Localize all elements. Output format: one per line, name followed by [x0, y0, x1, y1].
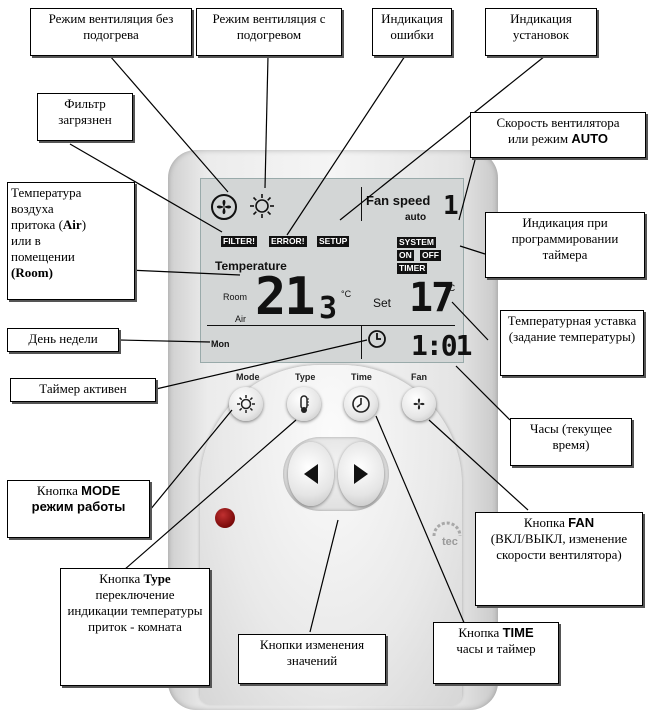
temperature-value: 21 [255, 267, 316, 327]
temperature-unit: °C [341, 289, 352, 299]
callout-temperature: Температура воздуха притока (Air) или в … [7, 182, 135, 300]
power-led [215, 508, 235, 528]
fan-speed-digit: 1 [443, 191, 459, 221]
clock-value: 1:01 [411, 329, 472, 362]
increase-button[interactable] [338, 442, 384, 506]
arrow-right-icon [354, 464, 368, 484]
setup-tag: SETUP [317, 236, 350, 247]
fan-button[interactable] [402, 387, 436, 421]
on-tag: ON [397, 250, 414, 261]
callout-mode-button: Кнопка MODE режим работы [7, 480, 150, 538]
type-button[interactable] [287, 387, 321, 421]
callout-vent-no-heat: Режим вентиляция без подогрева [30, 8, 192, 56]
mode-button[interactable] [229, 387, 263, 421]
sun-gear-icon [237, 395, 255, 413]
callout-weekday: День недели [7, 328, 119, 352]
callout-timer-active: Таймер активен [10, 378, 156, 402]
heater-sun-icon [250, 194, 274, 218]
brand-logo: tec [432, 520, 462, 548]
filter-tag: FILTER! [221, 236, 257, 247]
type-button-label: Type [295, 372, 316, 382]
callout-fan-button: Кнопка FAN (ВКЛ/ВЫКЛ, изменение скорости… [475, 512, 643, 606]
time-button-label: Time [351, 372, 372, 382]
mode-button-label: Mode [236, 372, 260, 382]
fan-icon [413, 398, 425, 410]
callout-time-button: Кнопка TIME часы и таймер [433, 622, 559, 684]
system-tag: SYSTEM [397, 237, 436, 248]
lcd-display: Fan speed auto 1 FILTER! ERROR! SETUP SY… [200, 178, 472, 363]
callout-clock: Часы (текущее время) [510, 418, 632, 466]
off-tag: OFF [420, 250, 441, 261]
thermometer-icon [300, 395, 309, 413]
room-label: Room [223, 292, 248, 302]
setpoint-unit: °C [445, 283, 456, 293]
callout-setup: Индикация установок [485, 8, 597, 56]
callout-error: Индикация ошибки [372, 8, 452, 56]
timer-tag: TIMER [397, 263, 428, 274]
fan-button-label: Fan [411, 372, 428, 382]
callout-timer-programming: Индикация при программировании таймера [485, 212, 645, 278]
setpoint-value: 17 [409, 275, 455, 321]
fan-speed-mode: auto [405, 212, 427, 223]
fan-icon [211, 194, 237, 220]
weekday-value: Mon [211, 339, 230, 349]
callout-fan-speed: Скорость вентилятора или режим AUTO [470, 112, 646, 158]
error-tag: ERROR! [269, 236, 307, 247]
time-button[interactable] [344, 387, 378, 421]
callout-vent-heat: Режим вентиляция с подогревом [196, 8, 342, 56]
callout-type-button: Кнопка Type переключение индикации темпе… [60, 568, 210, 686]
clock-icon [368, 330, 386, 348]
air-label: Air [235, 314, 246, 324]
callout-filter: Фильтр загрязнен [37, 93, 133, 141]
clock-icon [352, 395, 370, 413]
set-label: Set [373, 296, 392, 310]
callout-setpoint: Температурная уставка (задание температу… [500, 310, 644, 376]
fan-speed-label: Fan speed [366, 193, 431, 208]
arrow-left-icon [304, 464, 318, 484]
decrease-button[interactable] [288, 442, 334, 506]
callout-value-buttons: Кнопки изменения значений [238, 634, 386, 684]
temperature-label: Temperature [215, 259, 287, 273]
temperature-decimal: 3 [319, 291, 337, 326]
